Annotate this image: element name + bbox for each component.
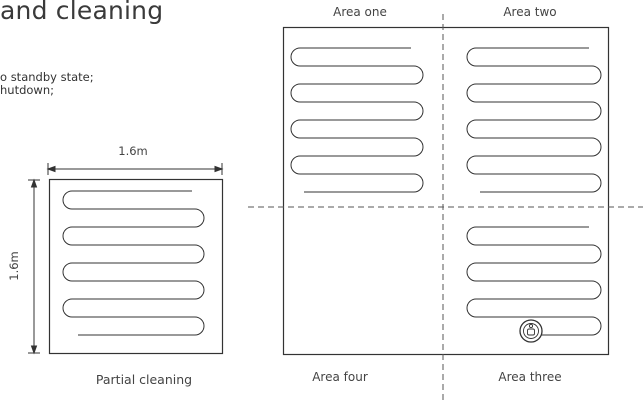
area-two-label: Area two bbox=[503, 5, 557, 19]
width-dimension-label: 1.6m bbox=[118, 144, 148, 158]
zoned-cleaning-square bbox=[282, 26, 610, 356]
height-dimension-label: 1.6m bbox=[7, 251, 21, 281]
height-dimension-line bbox=[28, 178, 40, 355]
page-title: and cleaning bbox=[0, 0, 164, 25]
robot-vacuum-icon bbox=[519, 319, 543, 343]
partial-cleaning-square bbox=[48, 178, 224, 355]
area-one-path bbox=[290, 47, 424, 193]
instruction-line-2: hutdown; bbox=[0, 83, 54, 97]
area-two-path bbox=[466, 47, 602, 193]
width-dimension-line bbox=[46, 163, 224, 175]
area-one-label: Area one bbox=[333, 5, 387, 19]
area-three-path bbox=[466, 226, 602, 336]
partial-cleaning-path bbox=[62, 190, 205, 336]
partial-cleaning-caption: Partial cleaning bbox=[95, 372, 193, 387]
area-three-label: Area three bbox=[498, 370, 562, 384]
area-four-label: Area four bbox=[312, 370, 368, 384]
instruction-line-1: o standby state; bbox=[0, 70, 94, 84]
